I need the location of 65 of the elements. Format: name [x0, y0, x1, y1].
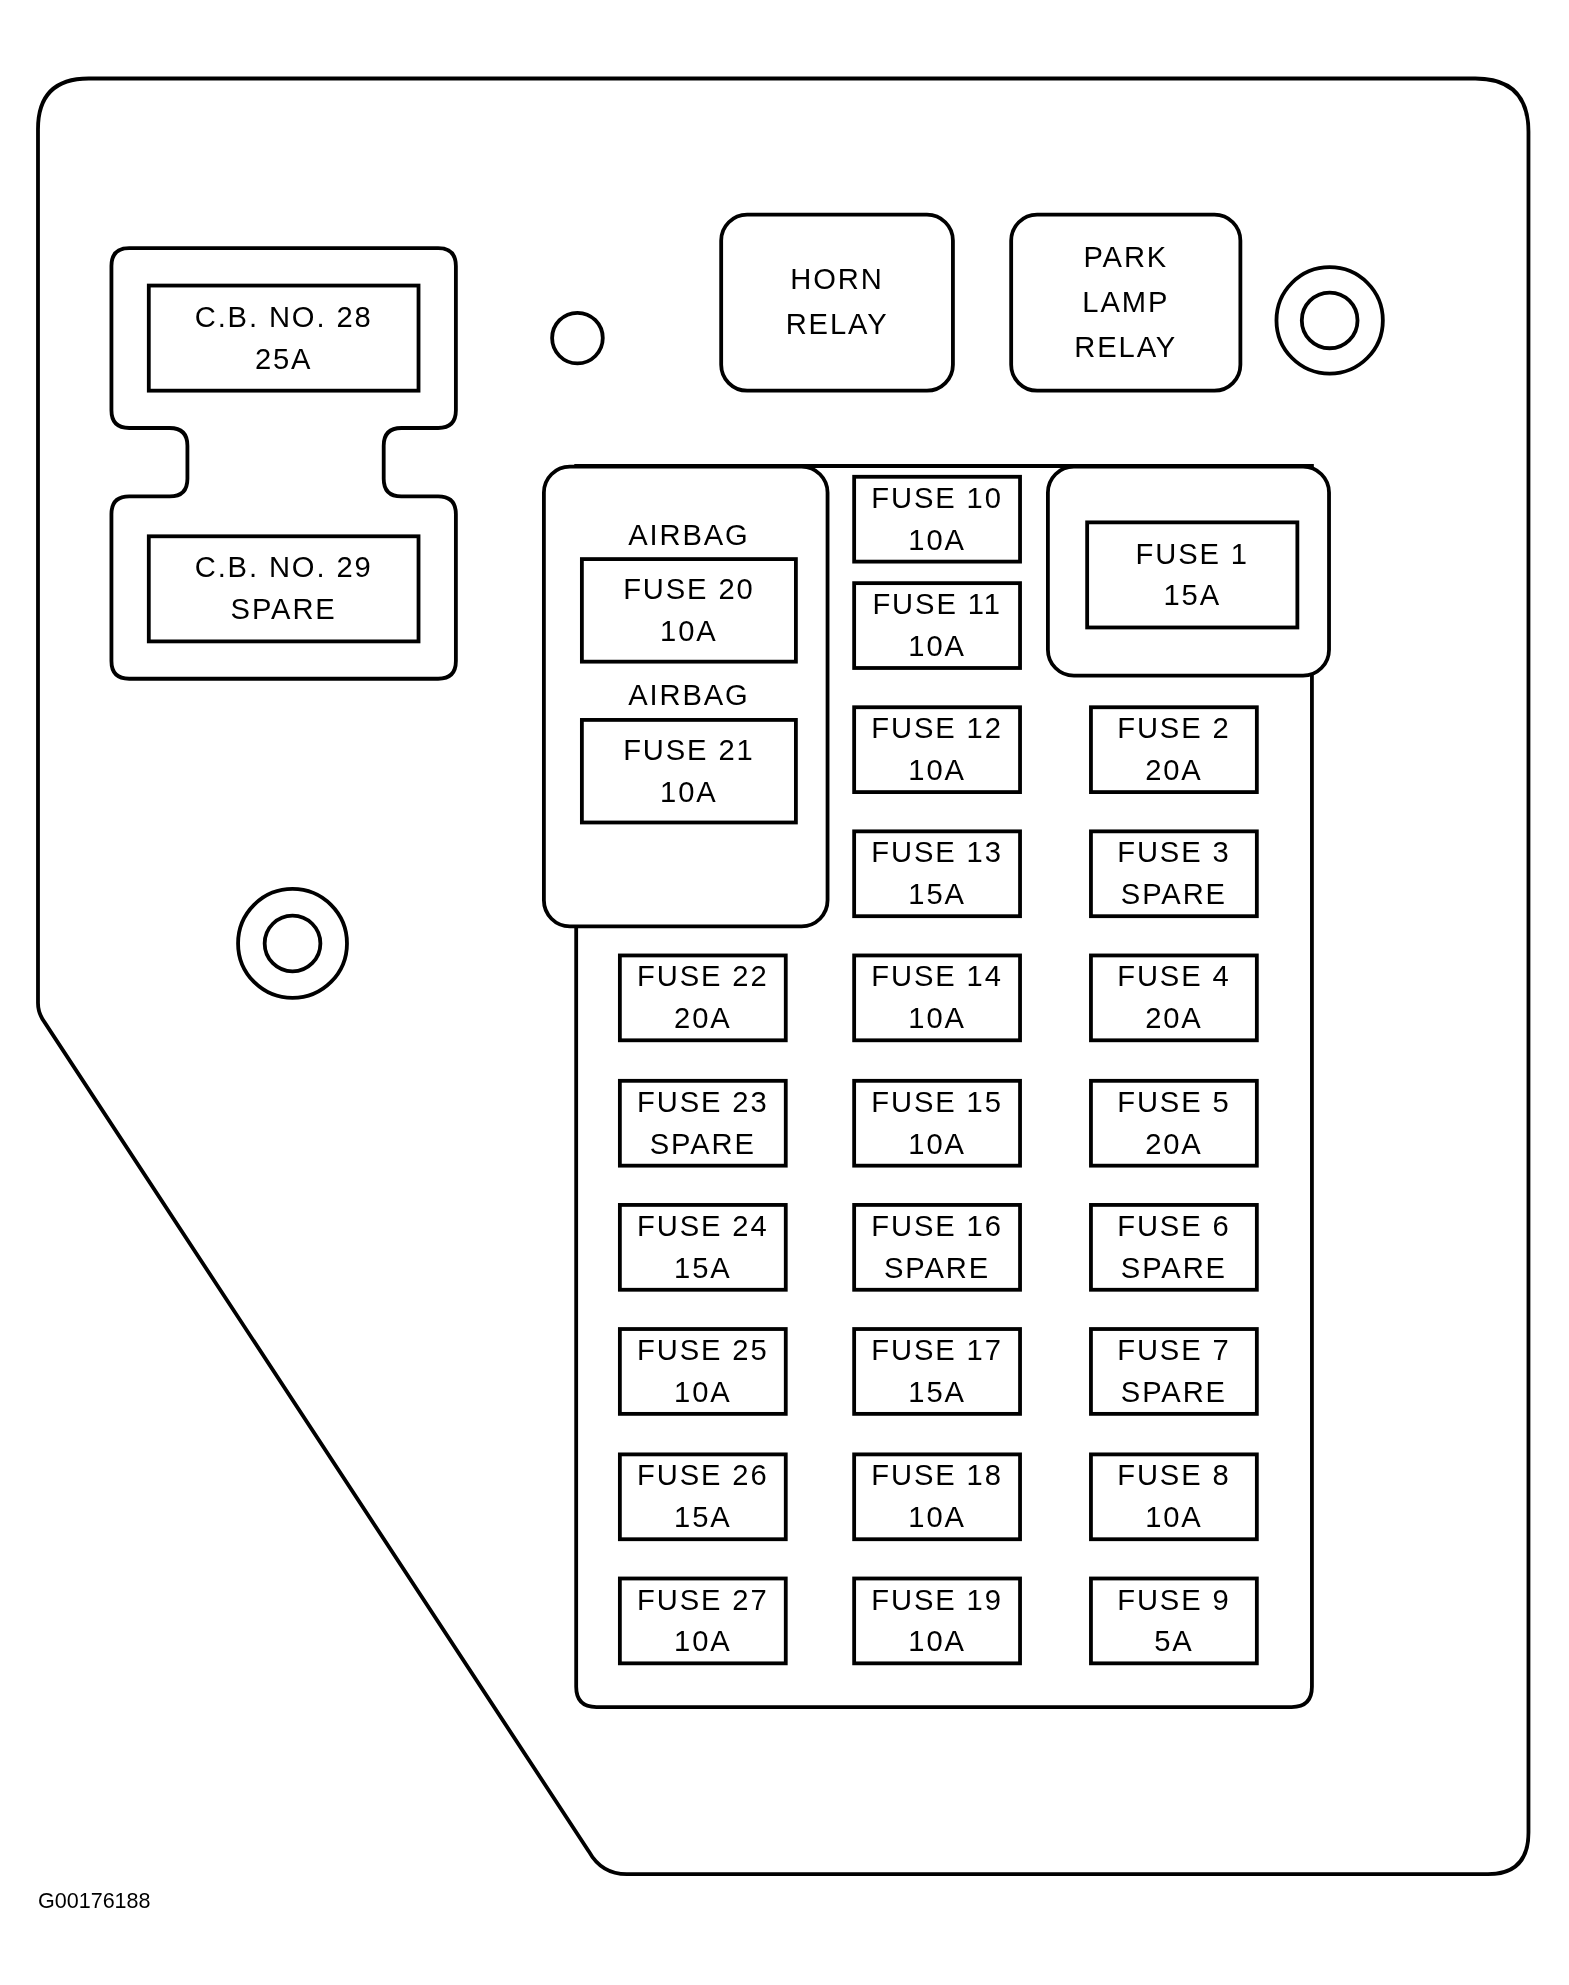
fuse-label: 15A	[1163, 577, 1222, 614]
fuse-label: FUSE 27	[637, 1581, 769, 1618]
fuse-label: SPARE	[884, 1250, 991, 1287]
relay-label: PARK LAMP RELAY	[1073, 239, 1179, 366]
fuse-label: FUSE 25	[637, 1332, 769, 1368]
fuse-label: FUSE 7	[1117, 1332, 1231, 1368]
fuse-label: FUSE 24	[637, 1207, 769, 1244]
fuse-label: FUSE 1	[1135, 535, 1249, 572]
relay-label: HORN RELAY	[784, 261, 890, 343]
fuse-label: 15A	[674, 1499, 732, 1536]
fuse-label: SPARE	[230, 591, 337, 628]
fuse-label: FUSE 18	[871, 1457, 1003, 1494]
fuse-label: FUSE 3	[1117, 834, 1231, 871]
fuse-label: 10A	[674, 1374, 732, 1411]
fuse-label: 10A	[908, 752, 966, 789]
figure-code: G00176188	[38, 1889, 151, 1915]
fuse-label: FUSE 10	[871, 479, 1003, 516]
fuse-label: FUSE 2	[1117, 710, 1231, 747]
fuse-label: FUSE 9	[1117, 1581, 1231, 1618]
fuse-label: 10A	[908, 1126, 966, 1162]
fuse-label: FUSE 6	[1117, 1207, 1231, 1244]
fuse-caption: AIRBAG	[627, 677, 751, 714]
fuse-label: 10A	[660, 774, 718, 810]
fuse-label: FUSE 16	[871, 1207, 1003, 1244]
fuse-label: C.B. NO. 28	[194, 298, 373, 335]
fuse-label: FUSE 13	[871, 834, 1003, 871]
fuse-label: FUSE 26	[637, 1457, 769, 1494]
fuse-label: 15A	[908, 876, 966, 913]
fuse-holder	[1046, 464, 1331, 678]
fuse-label: 10A	[908, 1000, 966, 1037]
fuse-label: FUSE 11	[872, 586, 1002, 623]
fuse-label: 15A	[674, 1250, 732, 1287]
fuse-label: 25A	[254, 340, 313, 377]
fuse-label: 20A	[1145, 752, 1203, 789]
fuse-label: FUSE 23	[637, 1083, 769, 1120]
fuse-label: FUSE 20	[623, 570, 755, 607]
fuse-caption: AIRBAG	[627, 516, 751, 553]
fuse-label: 15A	[908, 1374, 966, 1411]
fuse-label: 20A	[1145, 1126, 1203, 1162]
fuse-label: SPARE	[649, 1126, 756, 1162]
fuse-label: 10A	[908, 522, 966, 558]
fuse-label: 10A	[674, 1623, 732, 1660]
fuse-label: FUSE 17	[871, 1332, 1003, 1368]
fuse-label: 20A	[674, 1000, 732, 1037]
fuse-label: 20A	[1145, 1000, 1203, 1037]
fuse-label: 10A	[660, 613, 718, 650]
fuse-label: FUSE 22	[637, 958, 769, 995]
fuse-label: C.B. NO. 29	[194, 549, 373, 586]
fuse-label: SPARE	[1120, 1374, 1227, 1411]
fuse-label: SPARE	[1120, 1250, 1227, 1287]
fuse-label: 10A	[908, 1499, 966, 1536]
fuse-label: FUSE 21	[623, 731, 755, 768]
fuse-label: FUSE 14	[871, 958, 1003, 995]
fuse-holder	[542, 464, 830, 929]
fuse-label: FUSE 8	[1117, 1457, 1231, 1494]
fuse-label: 5A	[1154, 1623, 1194, 1660]
fuse-label: FUSE 19	[871, 1581, 1003, 1618]
fuse-label: FUSE 4	[1117, 958, 1231, 995]
fuse-label: FUSE 15	[871, 1083, 1003, 1120]
fuse-label: SPARE	[1120, 876, 1227, 913]
fuse-label: FUSE 5	[1117, 1083, 1231, 1120]
fuse-label: 10A	[908, 628, 966, 665]
fuse-label: FUSE 12	[871, 710, 1003, 747]
fuse-label: 10A	[1145, 1499, 1203, 1536]
fuse-label: 10A	[908, 1623, 966, 1660]
